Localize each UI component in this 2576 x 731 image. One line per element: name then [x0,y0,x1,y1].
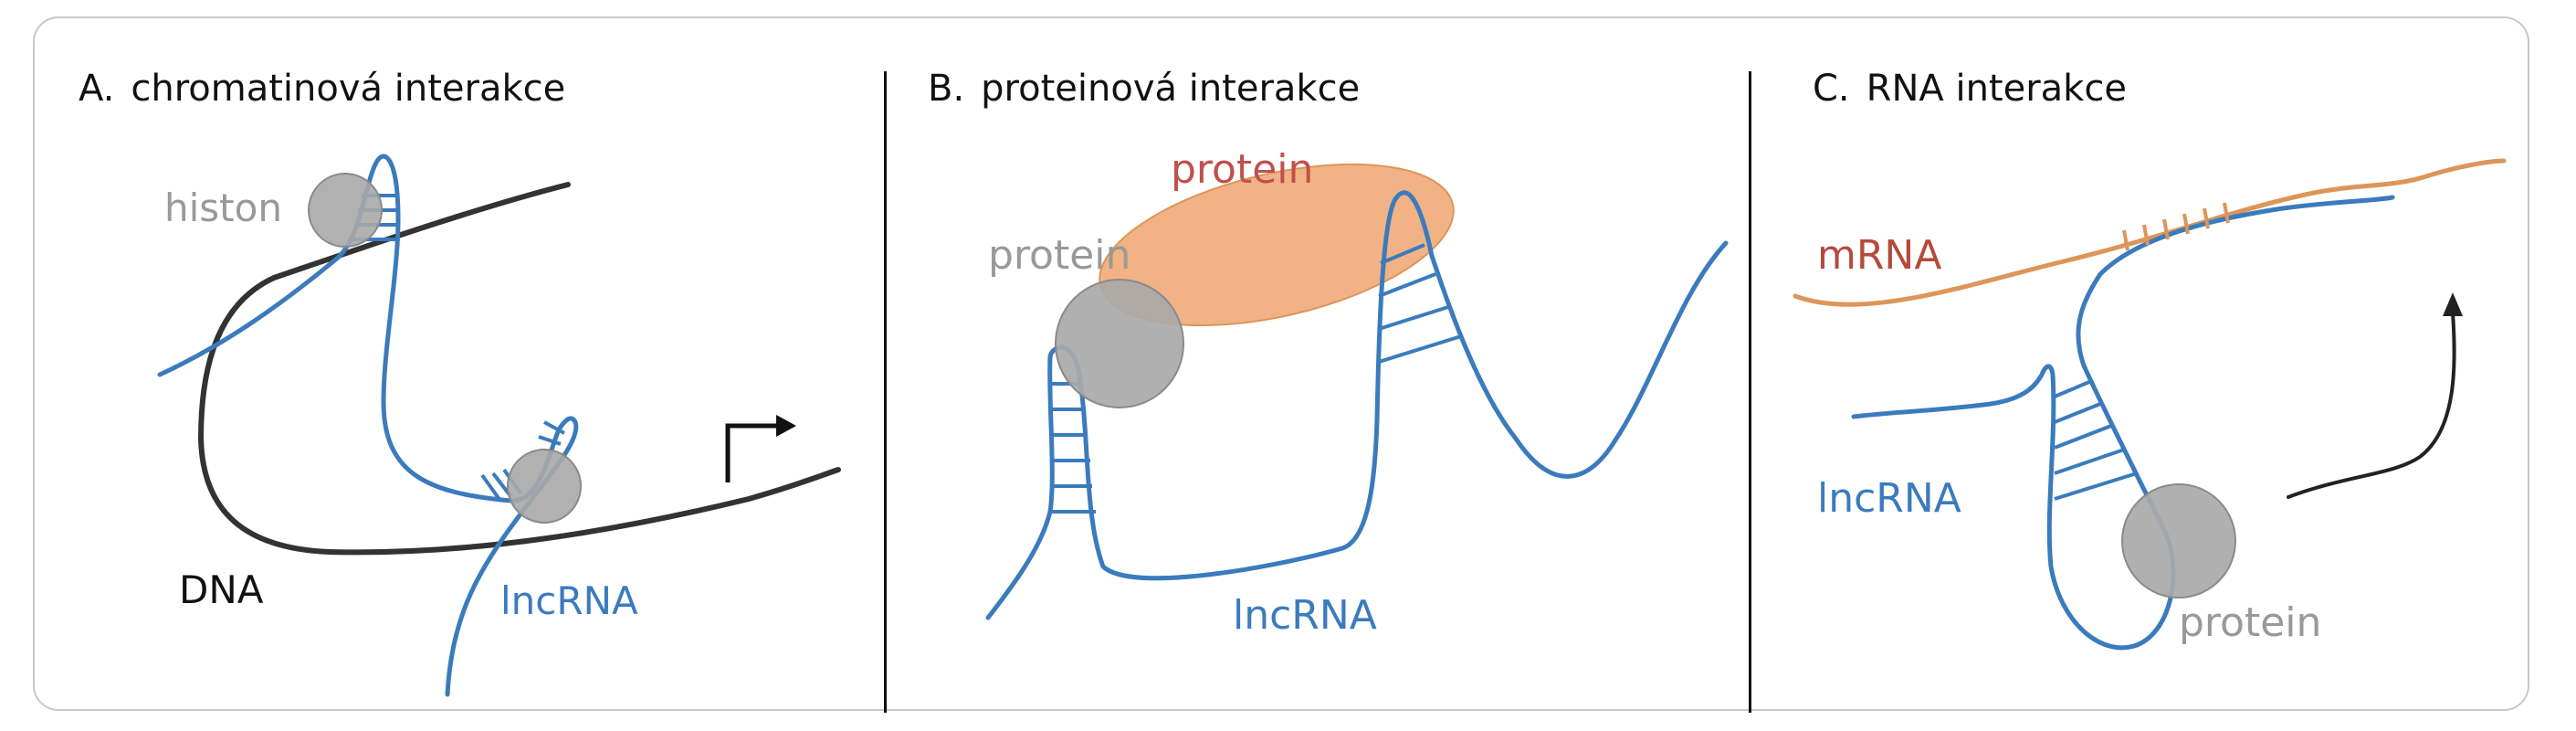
panel-divider-bc [1749,71,1751,713]
label-dna: DNA [179,567,264,612]
panel-b-letter: B. [928,68,965,110]
mrna-strand [1793,158,2507,307]
protein-gray-circle-c [2121,483,2236,599]
panel-b-diagram: protein protein lncRNA [985,146,1729,639]
label-protein-left: protein [988,232,1130,279]
panel-c-title-text: RNA interakce [1866,68,2127,110]
lncrna-basepairs-c [2054,380,2138,501]
lncrna-basepairs-b-right [1378,243,1462,364]
curved-arrowhead-icon [2443,292,2463,316]
label-histone: histon [164,185,282,230]
panel-divider-ab [884,71,887,713]
panel-a-title: A. chromatinová interakce [79,68,565,110]
transcription-arrow-icon [725,423,785,482]
figure-frame [33,16,2529,711]
panel-c-letter: C. [1813,68,1850,110]
label-lncrna-b: lncRNA [1233,592,1377,639]
panel-a-letter: A. [79,68,115,110]
lncrna-strand-b [985,190,1729,620]
label-lncrna-a: lncRNA [500,578,638,623]
lncrna-strand-c [1851,195,2395,651]
curved-arrow-icon [2287,311,2456,499]
lncrna-basepairs-b-left [1050,382,1096,514]
label-protein-top: protein [1171,146,1313,193]
label-protein-c: protein [2179,599,2321,646]
panel-a-title-text: chromatinová interakce [131,68,566,110]
transcription-arrowhead-icon [776,415,796,437]
label-mrna: mRNA [1817,232,1941,279]
panel-b-title: B. proteinová interakce [928,68,1360,110]
panel-c-title: C. RNA interakce [1813,68,2127,110]
label-lncrna-c: lncRNA [1817,475,1961,522]
protein-gray-circle [1055,279,1184,408]
panel-a-diagram: histon DNA lncRNA [157,154,841,697]
panel-b-title-text: proteinová interakce [981,68,1361,110]
histone-circle-2 [507,449,582,524]
histone-circle [308,173,383,248]
mrna-lncrna-basepairs [2122,202,2230,251]
panel-c-diagram: mRNA lncRNA protein [1793,158,2507,651]
